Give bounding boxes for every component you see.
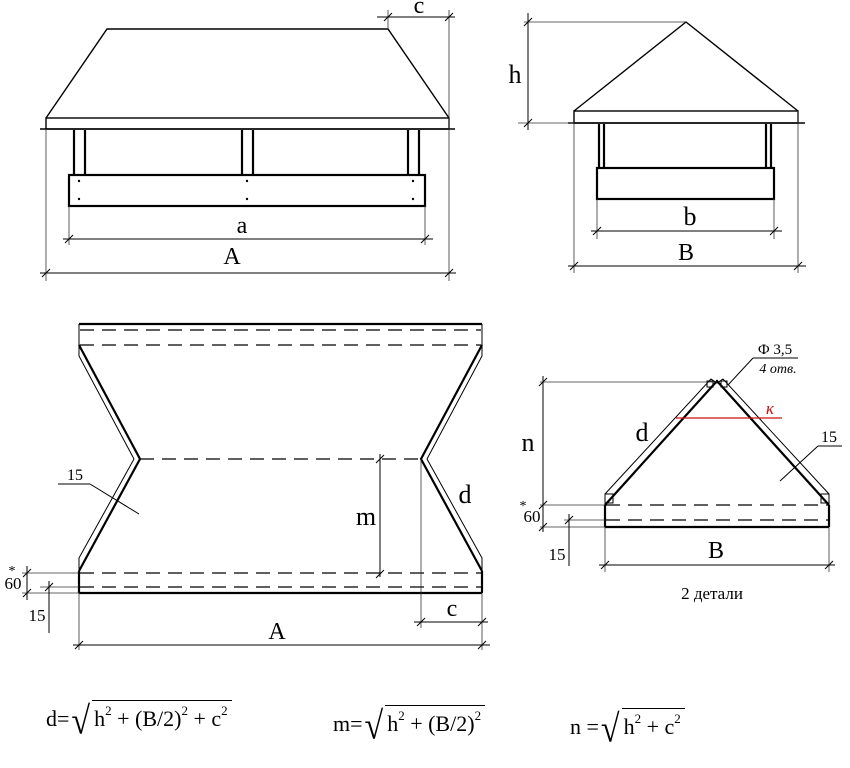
dim-label-A-main: A	[268, 619, 286, 645]
hole-diameter-label: Ф 3,5	[758, 342, 792, 358]
formula-d-radicand: h2 + (B/2)2 + c2	[92, 700, 232, 732]
asterisk-main: *	[9, 564, 16, 579]
formula-d: d=√h2 + (B/2)2 + c2	[46, 700, 232, 743]
sqrt-symbol: √	[71, 700, 91, 743]
front-view: a A c	[40, 0, 456, 281]
dim-label-15-main: 15	[29, 606, 46, 625]
side-roof-plate	[573, 110, 799, 124]
front-posts	[72, 130, 421, 175]
formula-m-lhs: m=	[333, 711, 363, 736]
dim-label-h: h	[509, 60, 522, 89]
unfold-end-pattern: к Ф 3,5 4 отв. n d 15 60 * 15 B 2 д	[520, 342, 842, 603]
side-posts	[597, 124, 773, 168]
quantity-caption: 2 детали	[681, 584, 743, 603]
formula-n-radicand: h2 + c2	[621, 708, 685, 740]
dim-label-d-main: d	[459, 480, 472, 509]
front-roof-plate	[45, 117, 450, 130]
dim-label-a: a	[237, 213, 248, 239]
formula-d-lhs: d=	[46, 706, 70, 731]
dim-label-B-end: B	[708, 538, 724, 564]
side-bottom-band	[595, 166, 776, 201]
unfold-main-pattern: 15 m d c A 60 * 15	[5, 322, 490, 650]
sqrt-symbol: √	[364, 705, 384, 748]
hole-count-label: 4 отв.	[759, 362, 796, 377]
dim-label-c-front: c	[414, 0, 425, 19]
dim-label-b: b	[684, 202, 697, 231]
asterisk-end: *	[520, 499, 527, 514]
formula-n: n =√h2 + c2	[570, 708, 685, 751]
sqrt-symbol: √	[600, 708, 620, 751]
dim-label-d-end: d	[636, 418, 649, 447]
front-bottom-band	[67, 173, 427, 208]
dim-label-15-end: 15	[549, 545, 566, 564]
fold-width-label-end: 15	[821, 429, 837, 446]
k-label: к	[766, 399, 775, 418]
dim-label-c-main: c	[447, 596, 458, 622]
dim-label-B-side: B	[678, 240, 694, 266]
side-view: h b B	[509, 13, 806, 273]
front-roof-outline	[45, 28, 450, 119]
dim-label-n: n	[522, 428, 535, 457]
fold-width-label-main: 15	[67, 467, 83, 484]
dim-label-A-front: A	[223, 244, 241, 270]
formula-n-lhs: n =	[570, 714, 599, 739]
dim-label-60-main: 60	[5, 574, 22, 593]
dim-label-60-end: 60	[524, 507, 541, 526]
front-rivets	[77, 179, 415, 201]
side-roof-outline	[573, 21, 799, 112]
dim-label-m: m	[356, 502, 376, 531]
formula-m-radicand: h2 + (B/2)2	[385, 705, 486, 737]
formula-m: m=√h2 + (B/2)2	[333, 705, 486, 748]
